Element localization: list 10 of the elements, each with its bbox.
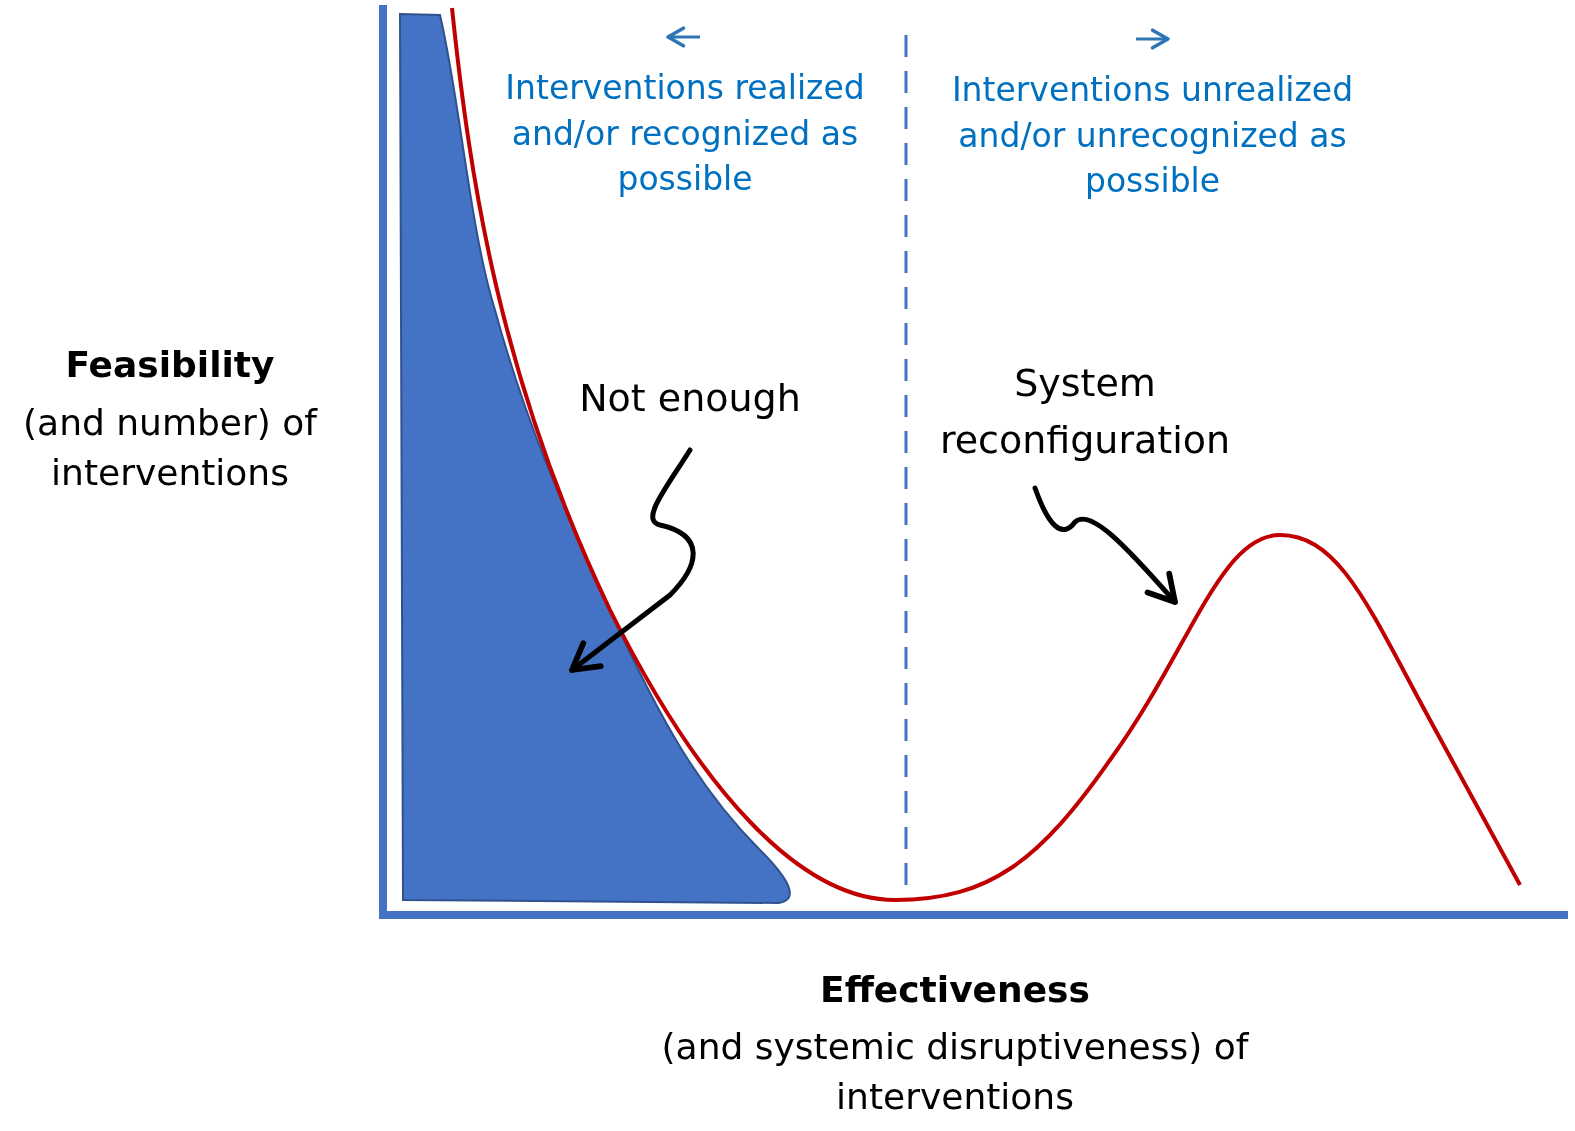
region-label: Interventions realized and/or recognized as possible bbox=[504, 67, 866, 201]
leader-arrow bbox=[569, 447, 696, 673]
axis-title: Feasibility bbox=[64, 343, 276, 387]
axis-title: Effectiveness bbox=[819, 968, 1091, 1012]
callout-text: Not enough bbox=[560, 370, 820, 427]
axis-subtitle: (and number) of interventions bbox=[22, 401, 319, 495]
region-label: Interventions unrealized and/or unrecognized as possible bbox=[950, 69, 1355, 203]
leader-arrow bbox=[1032, 485, 1178, 605]
axis-subtitle: (and systemic disruptiveness) of interventions bbox=[660, 1025, 1250, 1119]
callout-text: System reconfiguration bbox=[920, 355, 1250, 469]
